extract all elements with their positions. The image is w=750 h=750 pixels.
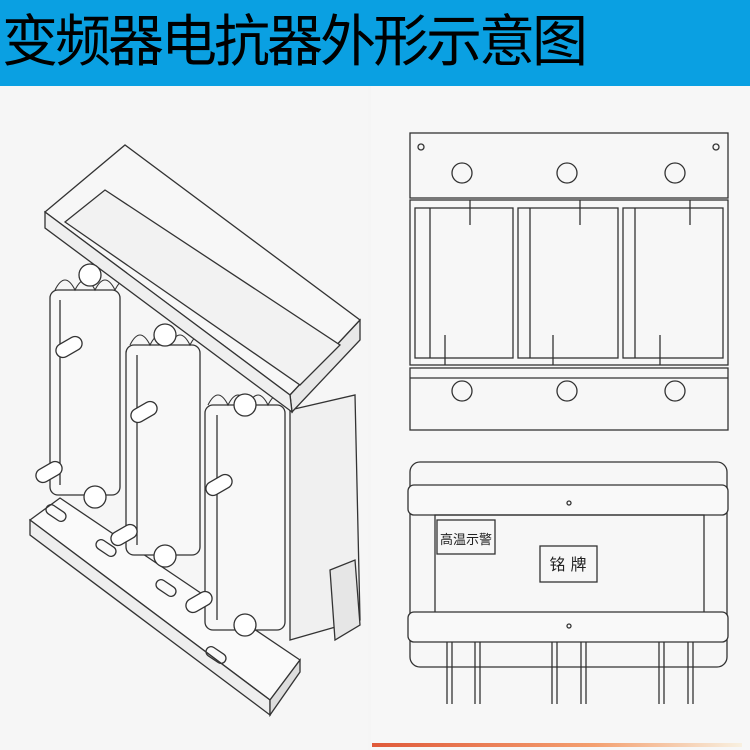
terminal-lugs [35, 335, 233, 614]
top-view [409, 132, 729, 431]
page-title: 变频器电抗器外形示意图 [2, 10, 588, 75]
nameplate-label: 铭 牌 [549, 555, 586, 574]
bolts [78, 263, 257, 637]
front-view [407, 461, 729, 704]
warning-label: 高温示警 [440, 532, 492, 548]
isometric-reactor [28, 144, 361, 718]
title-banner: 变频器电抗器外形示意图 [0, 0, 750, 86]
warning-label-box [436, 519, 496, 555]
nameplate-box [539, 545, 598, 583]
accent-line [372, 743, 742, 747]
terminal-leads [446, 642, 694, 704]
base-slots [45, 503, 227, 665]
